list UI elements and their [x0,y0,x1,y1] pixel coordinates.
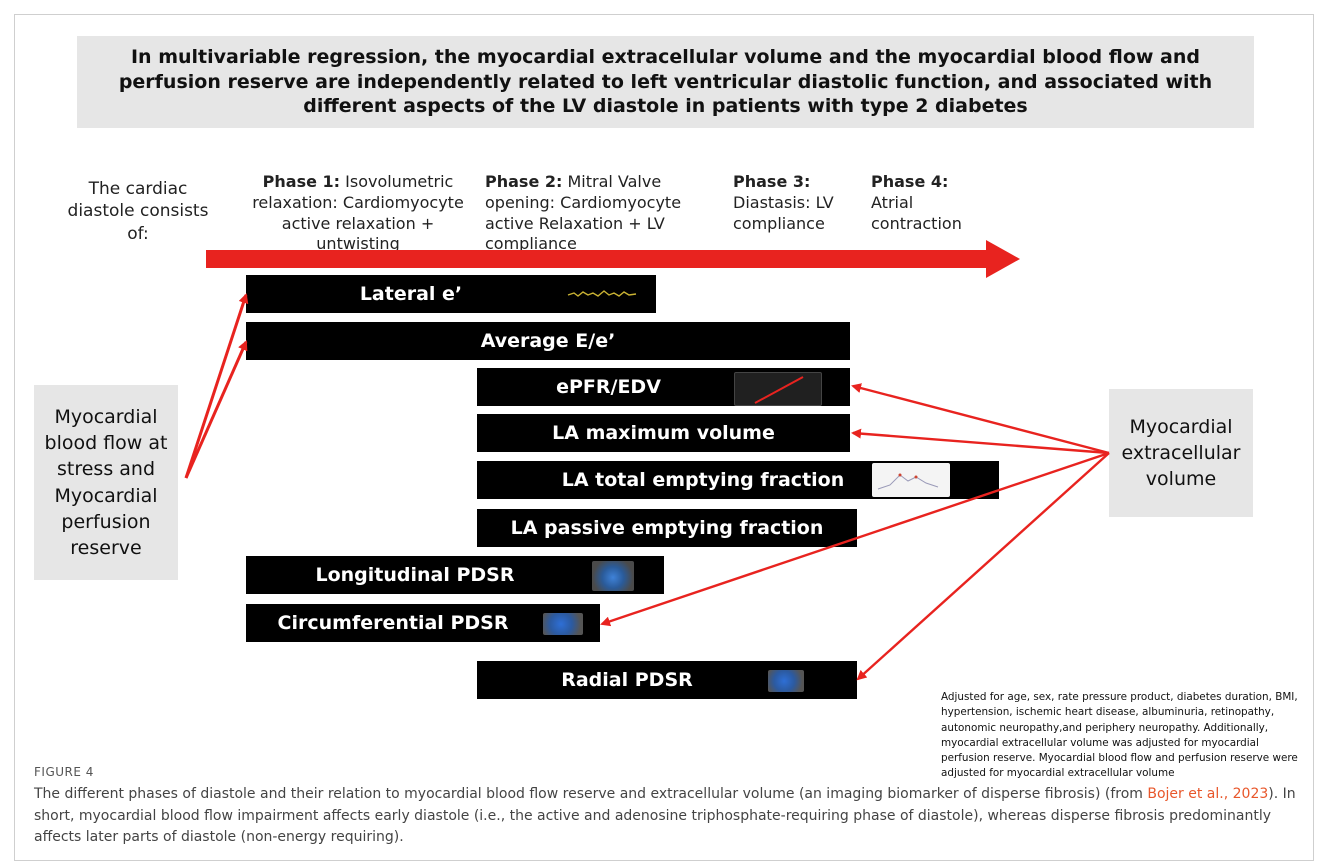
volume-curve-icon [877,473,939,490]
phase-1-label: Phase 1: [262,172,341,191]
echo-tracing-thumbnail [562,283,642,305]
bar-la-passive-emptying: LA passive emptying fraction [477,509,857,547]
banner-text: In multivariable regression, the myocard… [118,45,1213,118]
bar-label: Average E/e’ [480,330,616,352]
citation-link[interactable]: Bojer et al., 2023 [1147,786,1269,802]
phase-1: Phase 1: Isovolumetric relaxation: Cardi… [247,172,469,255]
caption-text-end: ). In short, myocardial blood flow impai… [34,786,1296,846]
figure-label: FIGURE 4 [34,765,94,779]
phase-3-label: Phase 3: [733,172,811,191]
longitudinal-strain-thumbnail [592,561,634,591]
filling-curve-icon [754,376,804,404]
bar-label: LA total emptying fraction [561,469,845,491]
phase-3: Phase 3: Diastasis: LV compliance [733,172,843,234]
bar-label: Lateral e’ [359,283,463,305]
phase-2: Phase 2: Mitral Valve opening: Cardiomyo… [485,172,710,255]
bar-label: ePFR/EDV [556,376,661,398]
summary-banner: In multivariable regression, the myocard… [77,36,1254,128]
phase-4-label: Phase 4: [871,172,949,191]
radial-strain-thumbnail [768,670,804,692]
figure-caption: The different phases of diastole and the… [34,784,1299,849]
circumferential-strain-thumbnail [543,613,583,635]
phase-1-text: Isovolumetric relaxation: Cardiomyocyte … [252,172,464,254]
bar-average-e-e: Average E/e’ [246,322,850,360]
extracellular-volume-label: Myocardial extracellular volume [1121,415,1241,491]
extracellular-volume-box: Myocardial extracellular volume [1109,389,1253,517]
volume-curve-thumbnail [872,463,950,497]
phase-4-text: Atrial contraction [871,192,962,233]
bar-label: Longitudinal PDSR [315,564,515,586]
echo-tracing-icon [567,290,637,297]
phase-2-label: Phase 2: [485,172,563,191]
bar-circumferential-pdsr: Circumferential PDSR [246,604,600,642]
bar-label: Circumferential PDSR [277,612,509,634]
bar-label: LA maximum volume [552,422,775,444]
phase-3-text: Diastasis: LV compliance [733,192,834,233]
phase-2-text: Mitral Valve opening: Cardiomyocyte acti… [485,172,682,254]
blood-flow-label: Myocardial blood flow at stress and Myoc… [44,405,168,559]
filling-curve-thumbnail [734,372,822,406]
phase-4: Phase 4: Atrial contraction [871,172,991,234]
bar-label: LA passive emptying fraction [510,517,824,539]
caption-text-start: The different phases of diastole and the… [34,786,1148,802]
bar-la-maximum-volume: LA maximum volume [477,414,850,452]
diastole-intro: The cardiac diastole consists of: [67,179,209,244]
adjustment-note: Adjusted for age, sex, rate pressure pro… [941,691,1298,780]
bar-label: Radial PDSR [561,669,693,691]
blood-flow-box: Myocardial blood flow at stress and Myoc… [34,385,178,580]
